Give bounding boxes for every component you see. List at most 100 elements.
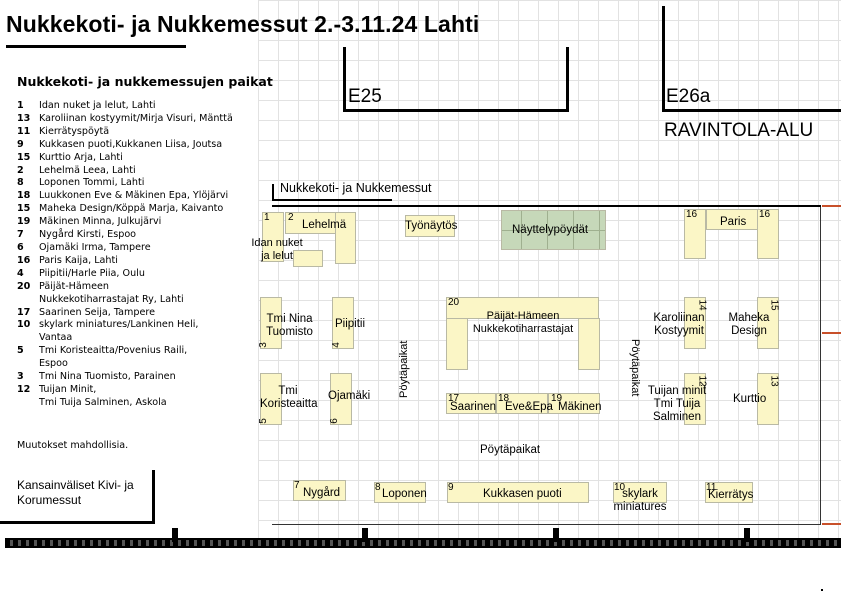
tyonaytos-label: Työnäytös bbox=[405, 220, 458, 232]
floor-label: Nukkekoti- ja Nukkemessut bbox=[280, 181, 432, 195]
stand-13-table bbox=[757, 373, 779, 425]
bottom-rail bbox=[5, 538, 841, 548]
stand-20-top-table bbox=[446, 297, 599, 319]
legend-item: 2 Lehelmä Leea, Lahti bbox=[17, 165, 233, 178]
legend-text: Saarinen Seija, Tampere bbox=[39, 306, 155, 318]
stand-tmi-kor-label: Tmi Koristeaitta bbox=[260, 385, 318, 410]
e26a-wall-bottom bbox=[662, 109, 841, 112]
stand-18-table bbox=[496, 393, 548, 414]
stand-number: 20 bbox=[448, 297, 460, 308]
legend-text: Tmi Tuija Salminen, Askola bbox=[39, 396, 167, 408]
legend-text: Espoo bbox=[39, 358, 68, 370]
legend-number: 19 bbox=[17, 216, 31, 228]
stand-number: 8 bbox=[375, 482, 381, 493]
stand-number: 15 bbox=[768, 299, 780, 311]
e26a-wall-left bbox=[662, 6, 665, 112]
stand-number: 16 bbox=[686, 209, 698, 220]
tyonaytos-table bbox=[405, 215, 455, 237]
legend-number: 4 bbox=[17, 267, 24, 279]
stand-2-side-table bbox=[335, 212, 356, 264]
stand-20-left-table bbox=[446, 318, 468, 370]
stand-karoliinan-label: Karoliinan Kostyymit bbox=[653, 312, 705, 337]
rail-post bbox=[172, 528, 178, 542]
stand-1-table bbox=[262, 212, 284, 262]
floor-label-tick bbox=[272, 184, 274, 201]
stand-number: 11 bbox=[706, 482, 717, 493]
stand-16-left-table bbox=[684, 209, 706, 259]
legend-text: Vantaa bbox=[39, 332, 73, 344]
stand-number: 1 bbox=[264, 212, 270, 223]
legend-item: Espoo bbox=[17, 358, 233, 371]
stand-loponen-label: Loponen bbox=[382, 488, 427, 500]
legend-number: 15 bbox=[17, 203, 31, 215]
stand-tmi-nina-label: Tmi Nina Tuomisto bbox=[266, 313, 313, 338]
stand-number: 6 bbox=[328, 418, 340, 424]
legend-number: 18 bbox=[17, 190, 31, 202]
stand-number: 9 bbox=[448, 482, 454, 493]
legend-text: Maheka Design/Köppä Marja, Kaivanto bbox=[39, 203, 224, 215]
legend-number: 5 bbox=[17, 345, 24, 357]
stand-20-right-table bbox=[578, 318, 600, 370]
stand-pht-label: Päijät-Hämeen Nukkekotiharrastajat bbox=[472, 310, 574, 335]
stand-16-right-table bbox=[757, 209, 779, 259]
accent-wall-mid bbox=[822, 332, 841, 334]
changes-note: Muutokset mahdollisia. bbox=[17, 440, 129, 451]
title-underline bbox=[6, 45, 186, 48]
floor-label-underline bbox=[272, 199, 392, 201]
page-title: Nukkekoti- ja Nukkemessut 2.-3.11.24 Lah… bbox=[6, 11, 480, 37]
legend-number: 11 bbox=[17, 125, 31, 137]
legend-item: 15 Maheka Design/Köppä Marja, Kaivanto bbox=[17, 203, 233, 216]
legend-number: 10 bbox=[17, 319, 31, 331]
stand-number: 2 bbox=[288, 212, 294, 223]
stand-number: 13 bbox=[768, 375, 780, 387]
legend-number: 13 bbox=[17, 112, 31, 124]
legend-number: 9 bbox=[17, 138, 24, 150]
stand-number: 17 bbox=[448, 393, 460, 404]
stand-tuijan-label: Tuijan minit Tmi Tuija Salminen bbox=[647, 385, 707, 423]
stand-14-table bbox=[684, 297, 706, 349]
stand-number: 16 bbox=[759, 209, 771, 220]
kivi-korumessut-label: Kansainväliset Kivi- ja Korumessut bbox=[17, 478, 134, 507]
stand-number: 5 bbox=[257, 418, 269, 424]
poytapaikat-vertical-right: Pöytäpaikat bbox=[629, 339, 641, 397]
legend-text: Lehelmä Leea, Lahti bbox=[39, 164, 136, 176]
stand-4-table bbox=[332, 297, 354, 349]
stand-paris-label: Paris bbox=[720, 216, 747, 228]
legend-text: Loponen Tommi, Lahti bbox=[39, 177, 145, 189]
legend-number: 12 bbox=[17, 383, 31, 395]
kivi-area-bottom bbox=[0, 521, 155, 524]
stand-ojamaki-label: Ojamäki bbox=[328, 390, 371, 402]
legend-number: 2 bbox=[17, 164, 24, 176]
stand-piipitii-label: Piipitii bbox=[335, 318, 366, 330]
legend-number: 20 bbox=[17, 280, 31, 292]
e25-wall-bottom bbox=[343, 109, 569, 112]
stand-8-table bbox=[374, 482, 426, 503]
exhibition-label: Näyttelypöydät bbox=[512, 224, 589, 236]
e25-wall-left bbox=[343, 47, 346, 112]
legend-text: Kierrätyspöytä bbox=[39, 125, 110, 137]
stand-12-table bbox=[684, 373, 706, 425]
stand-idan-label: Idan nuket ja lelut bbox=[251, 237, 303, 262]
stand-number: 3 bbox=[257, 342, 269, 348]
legend-number: 3 bbox=[17, 371, 24, 383]
stand-lehelma-label: Lehelmä bbox=[302, 219, 347, 231]
stand-number: 7 bbox=[294, 480, 300, 491]
rail-post bbox=[553, 528, 559, 542]
stand-number: 18 bbox=[498, 393, 510, 404]
legend-text: Tmi Nina Tuomisto, Parainen bbox=[39, 371, 176, 383]
poytapaikat-vertical-left: Pöytäpaikat bbox=[398, 340, 410, 398]
stand-11-table bbox=[705, 482, 753, 503]
legend-number: 17 bbox=[17, 306, 31, 318]
legend-number: 6 bbox=[17, 241, 24, 253]
